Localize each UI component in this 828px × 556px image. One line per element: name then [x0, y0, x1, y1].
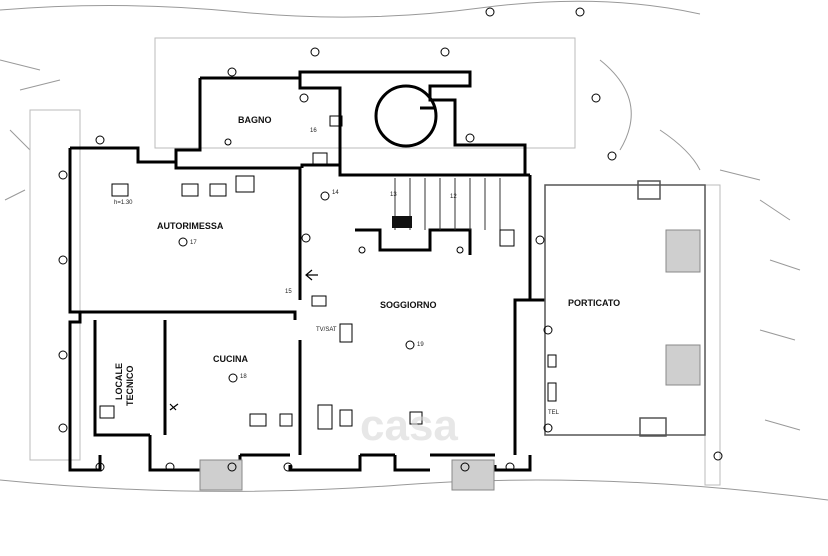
height-note: h=1.30 [114, 200, 133, 206]
tel-note: TEL [548, 410, 560, 416]
room-label-soggiorno: SOGGIORNO [380, 300, 437, 310]
point-number: 14 [332, 190, 339, 196]
point-number: 15 [285, 289, 292, 295]
room-label-tecnico: TECNICO [125, 366, 135, 407]
room-label-porticato: PORTICATO [568, 298, 620, 308]
tv-note: TV/SAT [316, 327, 337, 333]
point-number: 19 [417, 342, 424, 348]
point-number: 16 [310, 128, 317, 134]
point-number: 12 [450, 194, 457, 200]
room-label-cucina: CUCINA [213, 354, 248, 364]
paving-hatch [199, 229, 701, 491]
point-number: 18 [240, 374, 247, 380]
watermark-text: casa [360, 401, 458, 450]
room-label-autorimessa: AUTORIMESSA [157, 221, 224, 231]
fixture-symbols [58, 7, 723, 472]
door-arrow-icon [169, 269, 318, 411]
outlet-clusters [99, 115, 557, 430]
room-label-bagno: BAGNO [238, 115, 272, 125]
hatched-block-icon [392, 216, 412, 228]
point-number: 13 [390, 192, 397, 198]
round-feature-icon [374, 84, 438, 148]
walls [68, 70, 545, 472]
porticato-frame [544, 180, 706, 437]
room-label-locale: LOCALE [114, 363, 124, 400]
landscape-texture [0, 0, 828, 501]
point-number: 17 [190, 240, 197, 246]
